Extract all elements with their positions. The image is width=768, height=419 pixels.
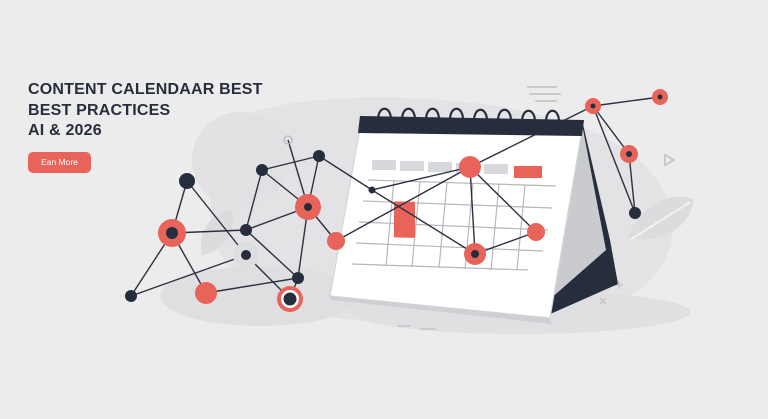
cross-icon [599, 297, 607, 305]
learn-more-button[interactable]: Ean More [28, 152, 91, 173]
network-nodes [125, 89, 668, 312]
headline-line-3: AI & 2026 [28, 122, 102, 139]
hero-headline: CONTENT CALENDAAR BEST BEST PRACTICES AI… [28, 80, 263, 142]
sparkle-lines-icon [527, 86, 561, 102]
arrow-dash-icon [397, 325, 437, 330]
plus-icon [615, 281, 623, 289]
headline-line-2: BEST PRACTICES [28, 101, 171, 119]
headline-line-1: CONTENT CALENDAAR BEST [28, 81, 263, 98]
play-triangle-icon [664, 153, 676, 167]
calendar-illustration [329, 107, 618, 324]
leaf-stem [629, 201, 691, 241]
leaf-icon [200, 196, 694, 255]
